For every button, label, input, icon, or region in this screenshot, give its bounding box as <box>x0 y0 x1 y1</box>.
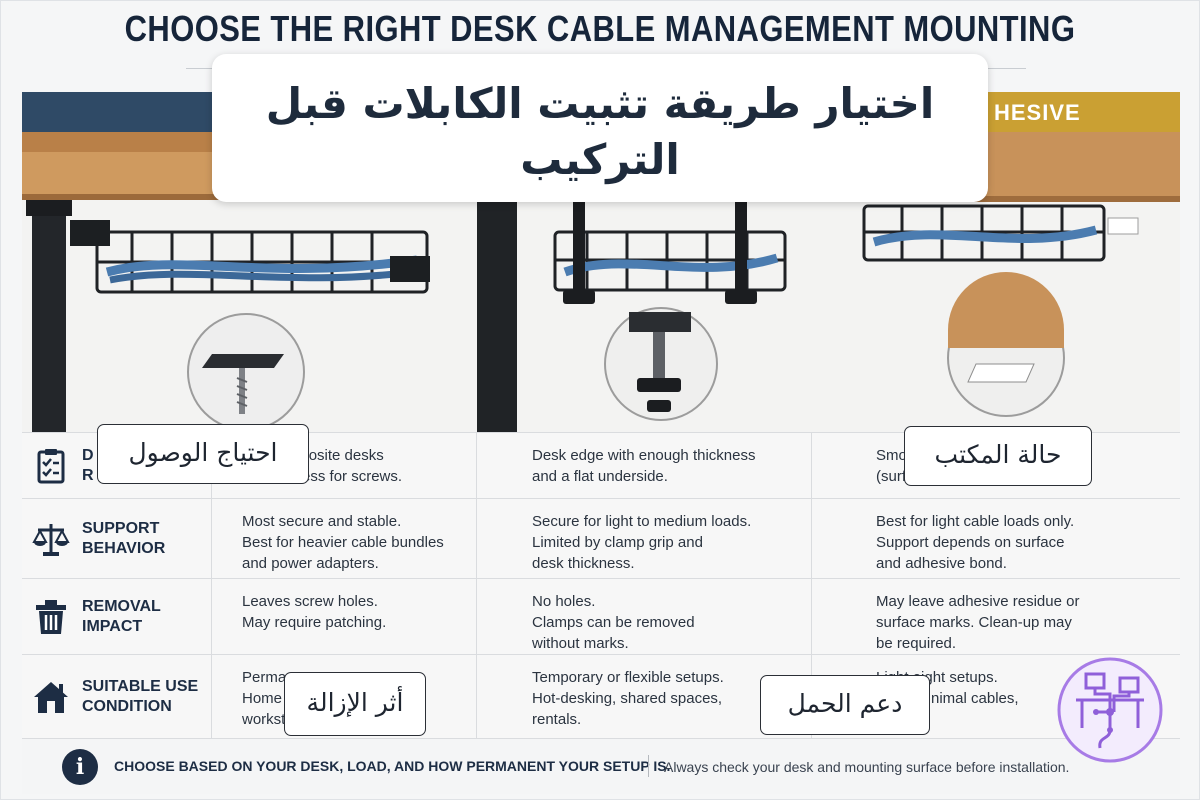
overlay-label-access: احتياج الوصول <box>97 424 309 484</box>
table-cell: May leave adhesive residue or surface ma… <box>876 593 1080 652</box>
arabic-title-card: اختيار طريقة تثبيت الكابلات قبل التركيب <box>212 54 988 202</box>
row-header: SUITABLE USE CONDITION <box>22 655 212 738</box>
row-label: SUITABLE USE CONDITION <box>82 677 199 715</box>
row-label: D R <box>82 446 94 484</box>
table-cell: No holes. Clamps can be removed without … <box>477 579 812 654</box>
table-row: SUITABLE USE CONDITION Perma Home workst… <box>22 654 1180 738</box>
house-icon <box>34 681 68 713</box>
title-rule-left <box>186 68 216 69</box>
table-cell: Perma Home workst <box>212 655 477 738</box>
footer-note-bar: i CHOOSE BASED ON YOUR DESK, LOAD, AND H… <box>22 738 1180 794</box>
overlay-label-desk-condition: حالة المكتب <box>904 426 1092 486</box>
balance-scale-icon <box>32 523 70 556</box>
footer-light-note: Always check your desk and mounting surf… <box>664 759 1070 775</box>
row-header: REMOVAL IMPACT <box>22 579 212 654</box>
title-rule-right <box>988 68 1026 69</box>
table-row: SUPPORT BEHAVIOR Most secure and stable.… <box>22 498 1180 578</box>
overlay-label-removal: أثر الإزالة <box>284 672 426 736</box>
arabic-title: اختيار طريقة تثبيت الكابلات قبل التركيب <box>265 79 935 184</box>
table-cell: Most secure and stable. Best for heavier… <box>212 499 477 578</box>
row-label: SUPPORT BEHAVIOR <box>82 519 166 557</box>
info-icon: i <box>62 749 98 785</box>
clipboard-checklist-icon <box>37 448 65 483</box>
table-cell: Smo (surf <box>876 447 907 485</box>
table-cell: Best for light cable loads only. Support… <box>876 513 1075 572</box>
footer-bold-note: CHOOSE BASED ON YOUR DESK, LOAD, AND HOW… <box>114 758 671 774</box>
row-header: SUPPORT BEHAVIOR <box>22 499 212 578</box>
row-label: REMOVAL IMPACT <box>82 597 161 635</box>
table-cell: Desk edge with enough thickness and a fl… <box>477 433 812 498</box>
column-header-adhesive: HESIVE <box>982 92 1180 132</box>
table-cell: Secure for light to medium loads. Limite… <box>477 499 812 578</box>
table-row: REMOVAL IMPACT Leaves screw holes. May r… <box>22 578 1180 654</box>
overlay-label-load: دعم الحمل <box>760 675 930 735</box>
table-cell: Leaves screw holes. May require patching… <box>212 579 477 654</box>
column-header-adhesive-label: HESIVE <box>994 100 1081 125</box>
footer-separator <box>648 755 649 777</box>
desk-network-logo-icon <box>1057 657 1163 763</box>
trash-bin-icon <box>36 599 66 634</box>
